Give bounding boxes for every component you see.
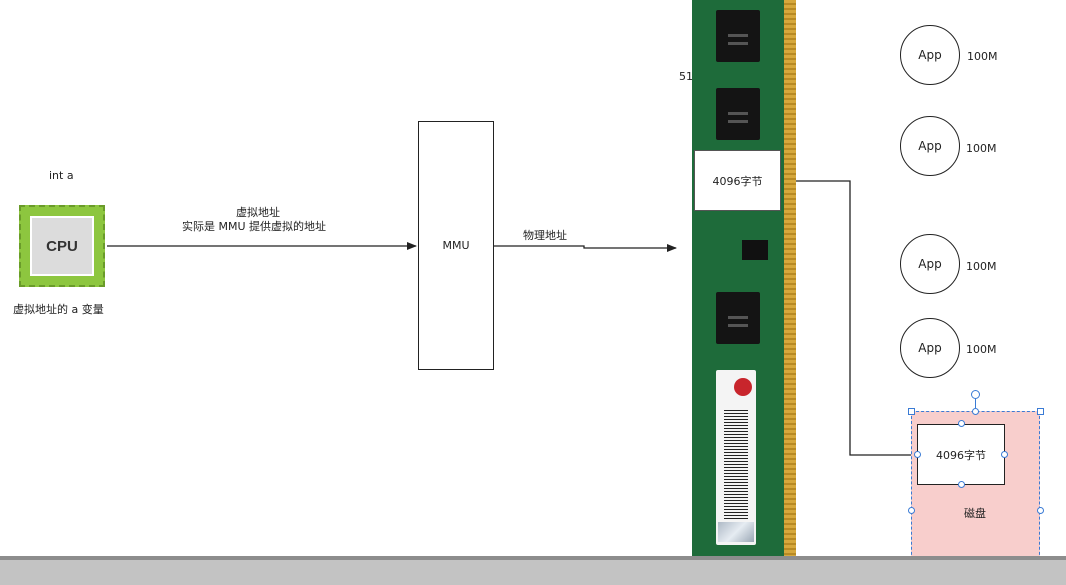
app-circle[interactable]: App	[900, 116, 960, 176]
resize-handle[interactable]	[1037, 408, 1044, 415]
rotate-stem	[975, 398, 976, 408]
app-circle[interactable]: App	[900, 234, 960, 294]
horizontal-scrollbar[interactable]	[0, 556, 1066, 585]
memory-chip	[716, 88, 760, 140]
barcode-icon	[724, 410, 748, 520]
resize-handle[interactable]	[908, 507, 915, 514]
app-size: 100M	[966, 142, 997, 155]
virtual-address-note: 实际是 MMU 提供虚拟的地址	[182, 220, 327, 233]
ram-page-label: 4096字节	[712, 174, 763, 188]
app-size: 100M	[966, 343, 997, 356]
ram-sticker	[716, 370, 756, 545]
cpu-caption: 虚拟地址的 a 变量	[13, 303, 104, 316]
arrow-mmu-to-ram[interactable]	[494, 244, 677, 252]
memory-chip	[716, 292, 760, 344]
app-size: 100M	[966, 260, 997, 273]
cpu-chip[interactable]: CPU	[19, 205, 105, 287]
variable-label: int a	[49, 169, 74, 182]
rotate-handle-icon[interactable]	[971, 390, 980, 399]
app-size: 100M	[967, 50, 998, 63]
app-circle[interactable]: App	[900, 318, 960, 378]
app-label: App	[918, 341, 942, 355]
disk-label: 磁盘	[964, 507, 986, 520]
connection-point[interactable]	[958, 420, 965, 427]
ram-page-box[interactable]: 4096字节	[694, 150, 781, 211]
app-label: App	[918, 139, 942, 153]
mmu-label: MMU	[442, 239, 470, 252]
disk-page-box[interactable]: 4096字节	[917, 424, 1005, 485]
brand-logo-icon	[734, 378, 752, 396]
connection-point[interactable]	[958, 481, 965, 488]
cpu-die: CPU	[30, 216, 94, 276]
resize-handle[interactable]	[972, 408, 979, 415]
resize-handle[interactable]	[908, 408, 915, 415]
hologram-icon	[718, 522, 754, 542]
ram-gold-contacts	[784, 0, 796, 585]
app-circle[interactable]: App	[900, 25, 960, 85]
cpu-label: CPU	[46, 237, 78, 255]
arrow-disk-to-ram[interactable]	[785, 177, 918, 456]
resize-handle[interactable]	[1037, 507, 1044, 514]
spd-chip	[742, 240, 768, 260]
ram-cut-text: 51	[679, 70, 693, 83]
connection-point[interactable]	[1001, 451, 1008, 458]
virtual-address-label: 虚拟地址	[236, 206, 280, 219]
physical-address-label: 物理地址	[523, 229, 567, 242]
connection-point[interactable]	[914, 451, 921, 458]
app-label: App	[918, 48, 942, 62]
disk-page-label: 4096字节	[936, 448, 986, 462]
memory-chip	[716, 10, 760, 62]
mmu-box[interactable]: MMU	[418, 121, 494, 370]
app-label: App	[918, 257, 942, 271]
